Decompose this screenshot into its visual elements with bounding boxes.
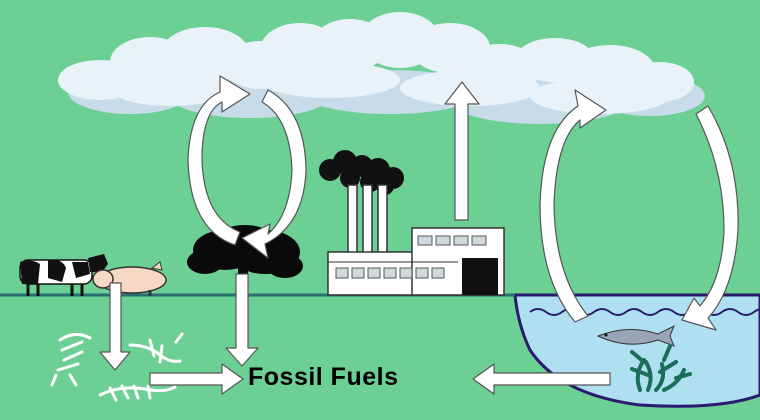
arrow-tree-to-air	[187, 75, 251, 246]
arrow-ocean-to-fossil	[472, 363, 611, 395]
arrow-air-to-ocean	[681, 105, 739, 331]
arrow-remains-to-fossil	[149, 363, 244, 395]
arrow-factory-to-air	[444, 81, 480, 221]
arrow-animals-to-ground	[99, 282, 131, 371]
fossil-fuels-label: Fossil Fuels	[248, 363, 399, 391]
skeleton-icon	[50, 332, 184, 402]
factory-icon	[319, 150, 505, 296]
cloud-icon	[58, 12, 705, 124]
cow-icon	[19, 254, 108, 296]
seaweed-icon	[630, 344, 692, 392]
fish-icon	[596, 324, 675, 347]
smoke-icon	[319, 150, 404, 195]
arrow-tree-to-ground	[225, 273, 259, 367]
arrow-air-to-tree	[241, 89, 307, 259]
arrow-ocean-to-air	[539, 89, 607, 323]
arrows	[99, 75, 739, 395]
